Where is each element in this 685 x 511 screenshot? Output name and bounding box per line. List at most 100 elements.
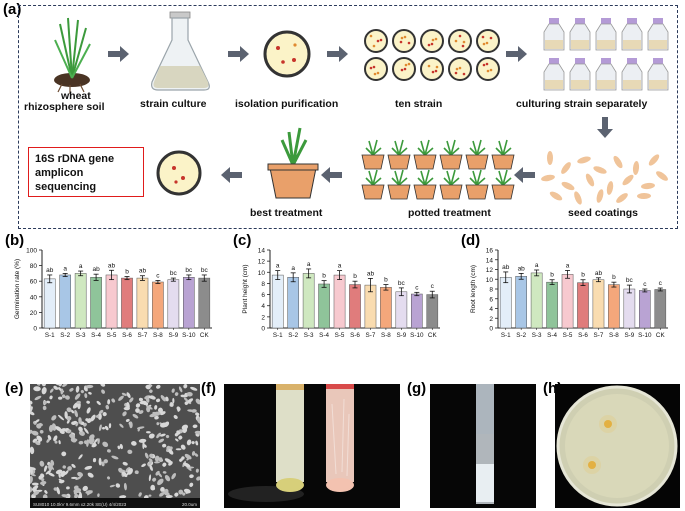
bar xyxy=(43,278,56,329)
sem-particle xyxy=(101,389,106,394)
plant-icon xyxy=(417,139,434,156)
significance-letter: b xyxy=(125,269,129,276)
bar xyxy=(426,294,439,329)
x-tick-label: S-3 xyxy=(304,332,314,339)
sem-scale-label: 20.0um xyxy=(181,502,197,507)
seed-icon xyxy=(622,174,634,186)
sem-particle xyxy=(196,476,200,481)
sem-particle xyxy=(107,476,111,480)
sem-particle xyxy=(138,397,144,402)
sem-particle xyxy=(71,409,75,414)
sem-particle xyxy=(98,457,102,466)
y-tick-label: 40 xyxy=(30,294,38,301)
sem-particle xyxy=(70,476,78,479)
x-tick-label: CK xyxy=(656,332,666,339)
seed-icon xyxy=(613,155,623,169)
sem-particle xyxy=(121,392,127,396)
sem-particle xyxy=(154,405,158,410)
significance-letter: ab xyxy=(92,266,100,273)
seed-icon xyxy=(648,154,660,166)
sem-particle xyxy=(44,490,48,494)
significance-letter: a xyxy=(566,262,570,269)
seed-icon xyxy=(596,189,604,203)
significance-letter: bc xyxy=(626,277,634,284)
sem-particle xyxy=(194,453,199,457)
sem-particle xyxy=(180,444,186,450)
x-tick-label: S-7 xyxy=(138,332,148,339)
pot-icon xyxy=(465,184,489,200)
x-tick-label: S-8 xyxy=(153,332,163,339)
sem-particle xyxy=(78,440,84,445)
bar xyxy=(121,277,133,329)
significance-letter: b xyxy=(612,274,616,281)
sem-particle xyxy=(67,466,72,471)
sem-particle xyxy=(154,461,161,464)
sem-particle xyxy=(178,489,184,495)
pot-icon xyxy=(413,154,437,170)
significance-letter: ab xyxy=(46,267,54,274)
sem-particle xyxy=(83,427,89,434)
seed-icon xyxy=(606,181,614,195)
significance-letter: c xyxy=(431,283,435,290)
sem-particle xyxy=(73,420,78,424)
y-tick-label: 12 xyxy=(486,267,494,274)
bar xyxy=(530,272,543,329)
sem-particle xyxy=(148,494,152,497)
bar xyxy=(608,284,620,329)
significance-letter: a xyxy=(535,262,539,269)
y-tick-label: 6 xyxy=(489,296,493,303)
bottle-cap xyxy=(653,58,663,64)
arrow-right-1 xyxy=(108,46,129,62)
ten-dishes-icon xyxy=(364,29,500,81)
x-tick-label: S-9 xyxy=(168,332,178,339)
tube-2 xyxy=(326,384,354,482)
y-tick-label: 80 xyxy=(30,263,38,270)
sem-particle xyxy=(196,417,200,424)
caption-seed-coatings: seed coatings xyxy=(568,207,639,219)
potted-plants-icon xyxy=(361,139,515,200)
sem-particle xyxy=(149,389,153,393)
sem-particle xyxy=(169,402,174,407)
seed-icon xyxy=(561,181,575,191)
sem-particle xyxy=(195,440,199,446)
sem-particle xyxy=(178,386,183,393)
significance-letter: c xyxy=(156,272,160,279)
significance-letter: c xyxy=(415,284,419,291)
sem-particle xyxy=(86,407,91,414)
y-tick-label: 0 xyxy=(33,326,37,333)
sem-particle xyxy=(56,486,60,495)
sem-particle xyxy=(119,423,124,428)
workflow-illustrations xyxy=(54,11,669,205)
sem-texture xyxy=(30,384,200,508)
sem-particle xyxy=(36,435,43,442)
arrow-left-3 xyxy=(221,167,242,183)
seed-icon xyxy=(585,173,595,187)
sem-particle xyxy=(62,384,68,387)
sem-particle xyxy=(195,468,199,473)
x-tick-label: S-2 xyxy=(516,332,526,339)
arrow-left-1 xyxy=(514,167,535,183)
sem-particle xyxy=(182,427,188,433)
bar xyxy=(639,290,651,329)
sem-particle xyxy=(66,415,72,421)
sem-particle xyxy=(152,477,157,482)
sem-particle xyxy=(66,407,72,413)
y-tick-label: 10 xyxy=(486,277,494,284)
sem-particle xyxy=(64,470,69,475)
sem-particle xyxy=(122,411,127,417)
sem-particle xyxy=(98,424,102,432)
sem-particle xyxy=(164,474,171,482)
sequencing-dish-icon xyxy=(156,150,202,196)
sem-particle xyxy=(34,419,40,423)
sem-particle xyxy=(103,459,108,464)
sem-particle xyxy=(58,472,61,479)
sem-particle xyxy=(176,430,181,435)
sem-particle xyxy=(172,397,175,404)
sem-particle xyxy=(53,385,59,390)
plant-icon xyxy=(495,169,512,186)
sem-particle xyxy=(156,432,161,439)
sem-particle xyxy=(174,492,179,497)
sem-particle xyxy=(30,466,33,475)
seed-icon xyxy=(561,162,571,174)
